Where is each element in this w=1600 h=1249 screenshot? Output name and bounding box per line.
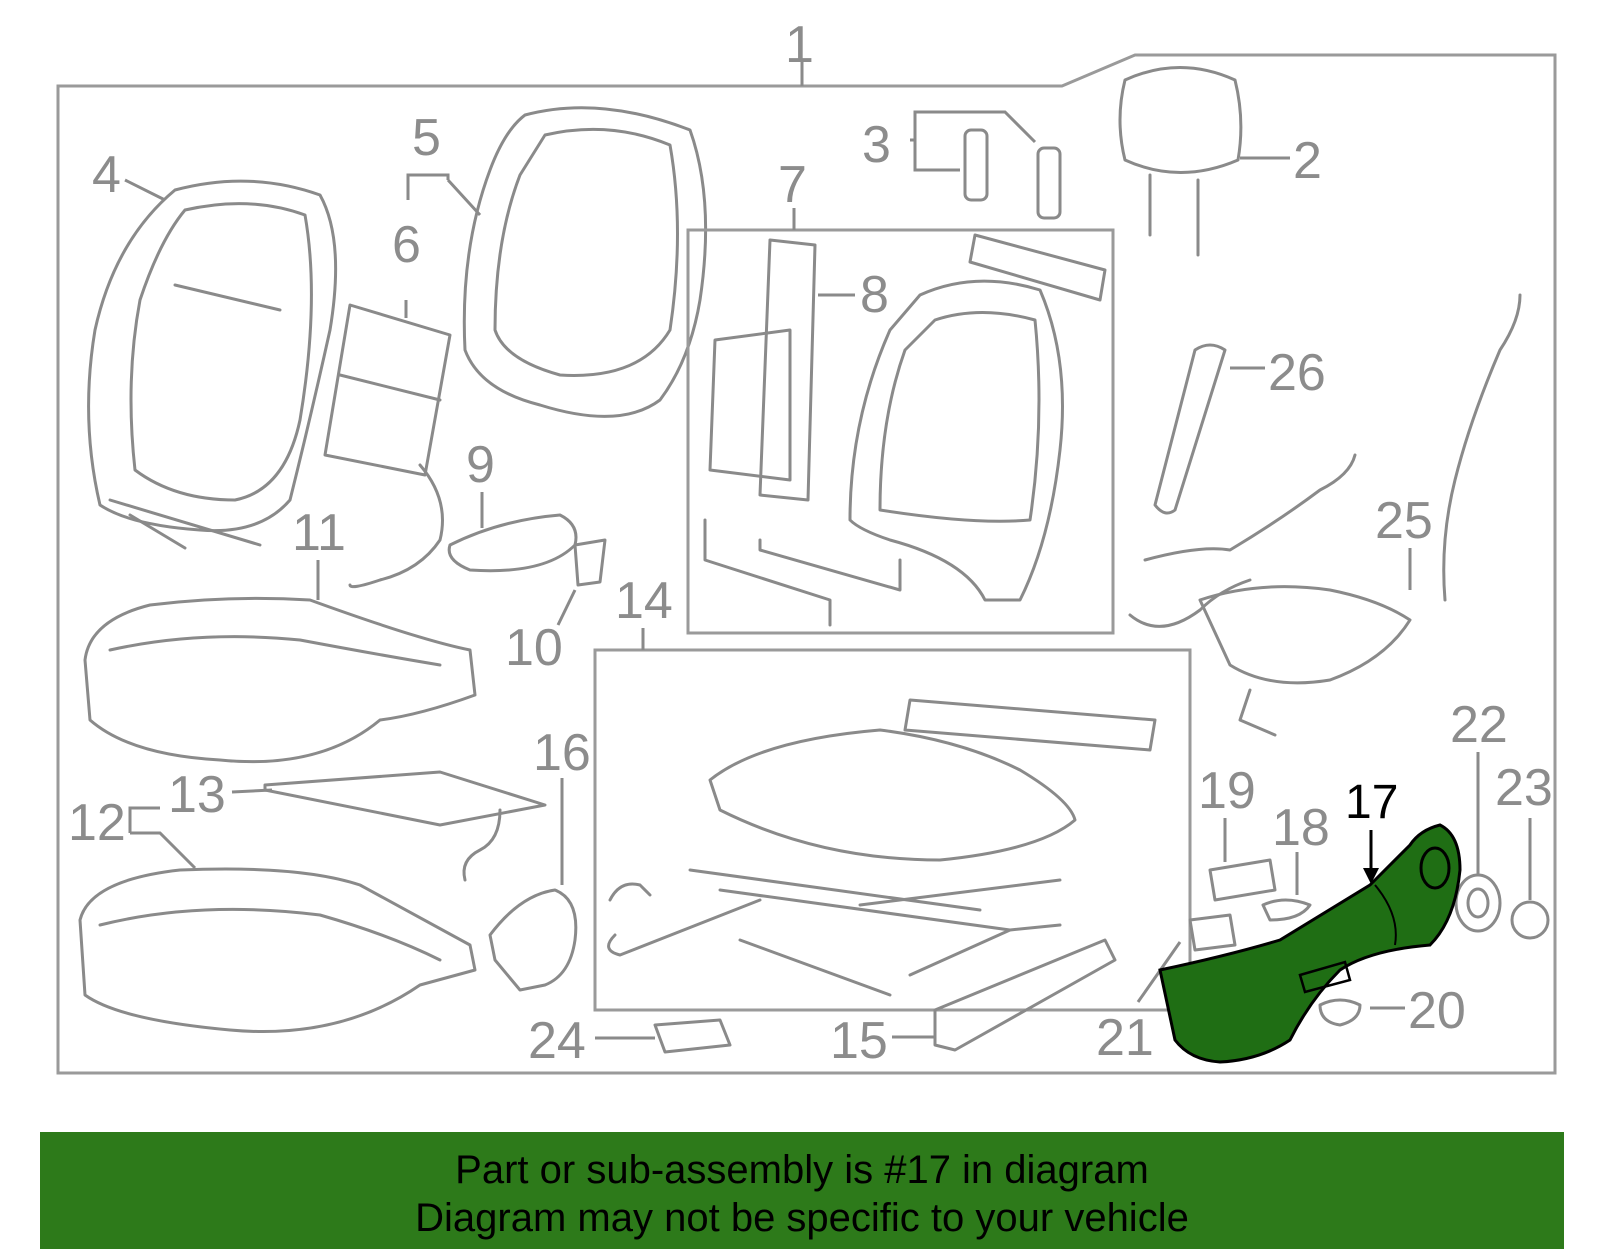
callout-7: 7 xyxy=(778,156,807,214)
callout-21: 21 xyxy=(1096,1009,1154,1067)
part-7-back-frame[interactable] xyxy=(848,233,1107,602)
callout-19: 19 xyxy=(1198,762,1256,820)
banner-disclaimer-line: Diagram may not be specific to your vehi… xyxy=(415,1196,1189,1240)
part-4-back-cover[interactable] xyxy=(87,179,338,550)
callout-8: 8 xyxy=(860,266,889,324)
part-19-switch[interactable] xyxy=(1208,858,1277,902)
part-24-module[interactable] xyxy=(653,1018,732,1054)
callout-25: 25 xyxy=(1375,492,1433,550)
part-6-heater-pad[interactable] xyxy=(323,303,452,589)
part-16-side-trim[interactable] xyxy=(488,888,578,992)
part-23-cap[interactable] xyxy=(1510,900,1550,940)
part-7-subassembly-box xyxy=(686,228,1115,635)
part-5-back-pad[interactable] xyxy=(462,106,708,418)
banner-part-line: Part or sub-assembly is #17 in diagram xyxy=(455,1148,1149,1192)
part-26-trim-panel[interactable] xyxy=(1153,343,1227,515)
part-8-lumbar-support[interactable] xyxy=(703,238,902,627)
callout-12: 12 xyxy=(68,794,126,852)
callout-1: 1 xyxy=(785,16,814,74)
part-17-side-shield[interactable] xyxy=(1158,823,1462,1064)
part-18-knob[interactable] xyxy=(1261,898,1312,922)
callout-17: 17 xyxy=(1345,776,1398,829)
callout-4: 4 xyxy=(92,146,121,204)
callout-14: 14 xyxy=(615,572,673,630)
callout-6: 6 xyxy=(392,216,421,274)
callout-23: 23 xyxy=(1495,759,1553,817)
part-10-bracket[interactable] xyxy=(573,538,607,587)
callout-26: 26 xyxy=(1268,344,1326,402)
callout-5: 5 xyxy=(412,109,441,167)
part-3-headrest-guides[interactable] xyxy=(963,128,1062,220)
part-22-knob[interactable] xyxy=(1454,873,1502,933)
part-9-recliner-handle[interactable] xyxy=(447,513,578,573)
part-14-subassembly-box xyxy=(593,648,1192,1012)
part-12-cushion-pad[interactable] xyxy=(78,867,477,1034)
part-14-seat-frame[interactable] xyxy=(607,698,1157,997)
part-15-rail-cover[interactable] xyxy=(933,938,1117,1052)
callout-3: 3 xyxy=(862,116,891,174)
part-11-cushion-cover[interactable] xyxy=(83,596,477,764)
callout-20: 20 xyxy=(1408,982,1466,1040)
callout-24: 24 xyxy=(528,1012,586,1070)
callout-16: 16 xyxy=(533,724,591,782)
callout-15: 15 xyxy=(830,1012,888,1070)
callout-11: 11 xyxy=(292,504,346,562)
part-13-cushion-heater[interactable] xyxy=(263,770,547,882)
callout-9: 9 xyxy=(466,436,495,494)
callout-10: 10 xyxy=(505,619,563,677)
part-25-wire-harness[interactable] xyxy=(1128,293,1522,737)
callout-13: 13 xyxy=(168,766,226,824)
callout-22: 22 xyxy=(1450,696,1508,754)
part-21-switch[interactable] xyxy=(1188,913,1237,952)
info-banner: Part or sub-assembly is #17 in diagram D… xyxy=(40,1132,1564,1249)
part-20-button[interactable] xyxy=(1318,998,1362,1027)
callout-2: 2 xyxy=(1293,132,1322,190)
callout-18: 18 xyxy=(1272,799,1330,857)
part-2-headrest[interactable] xyxy=(1118,66,1243,257)
assembly-frame xyxy=(56,53,1557,1075)
